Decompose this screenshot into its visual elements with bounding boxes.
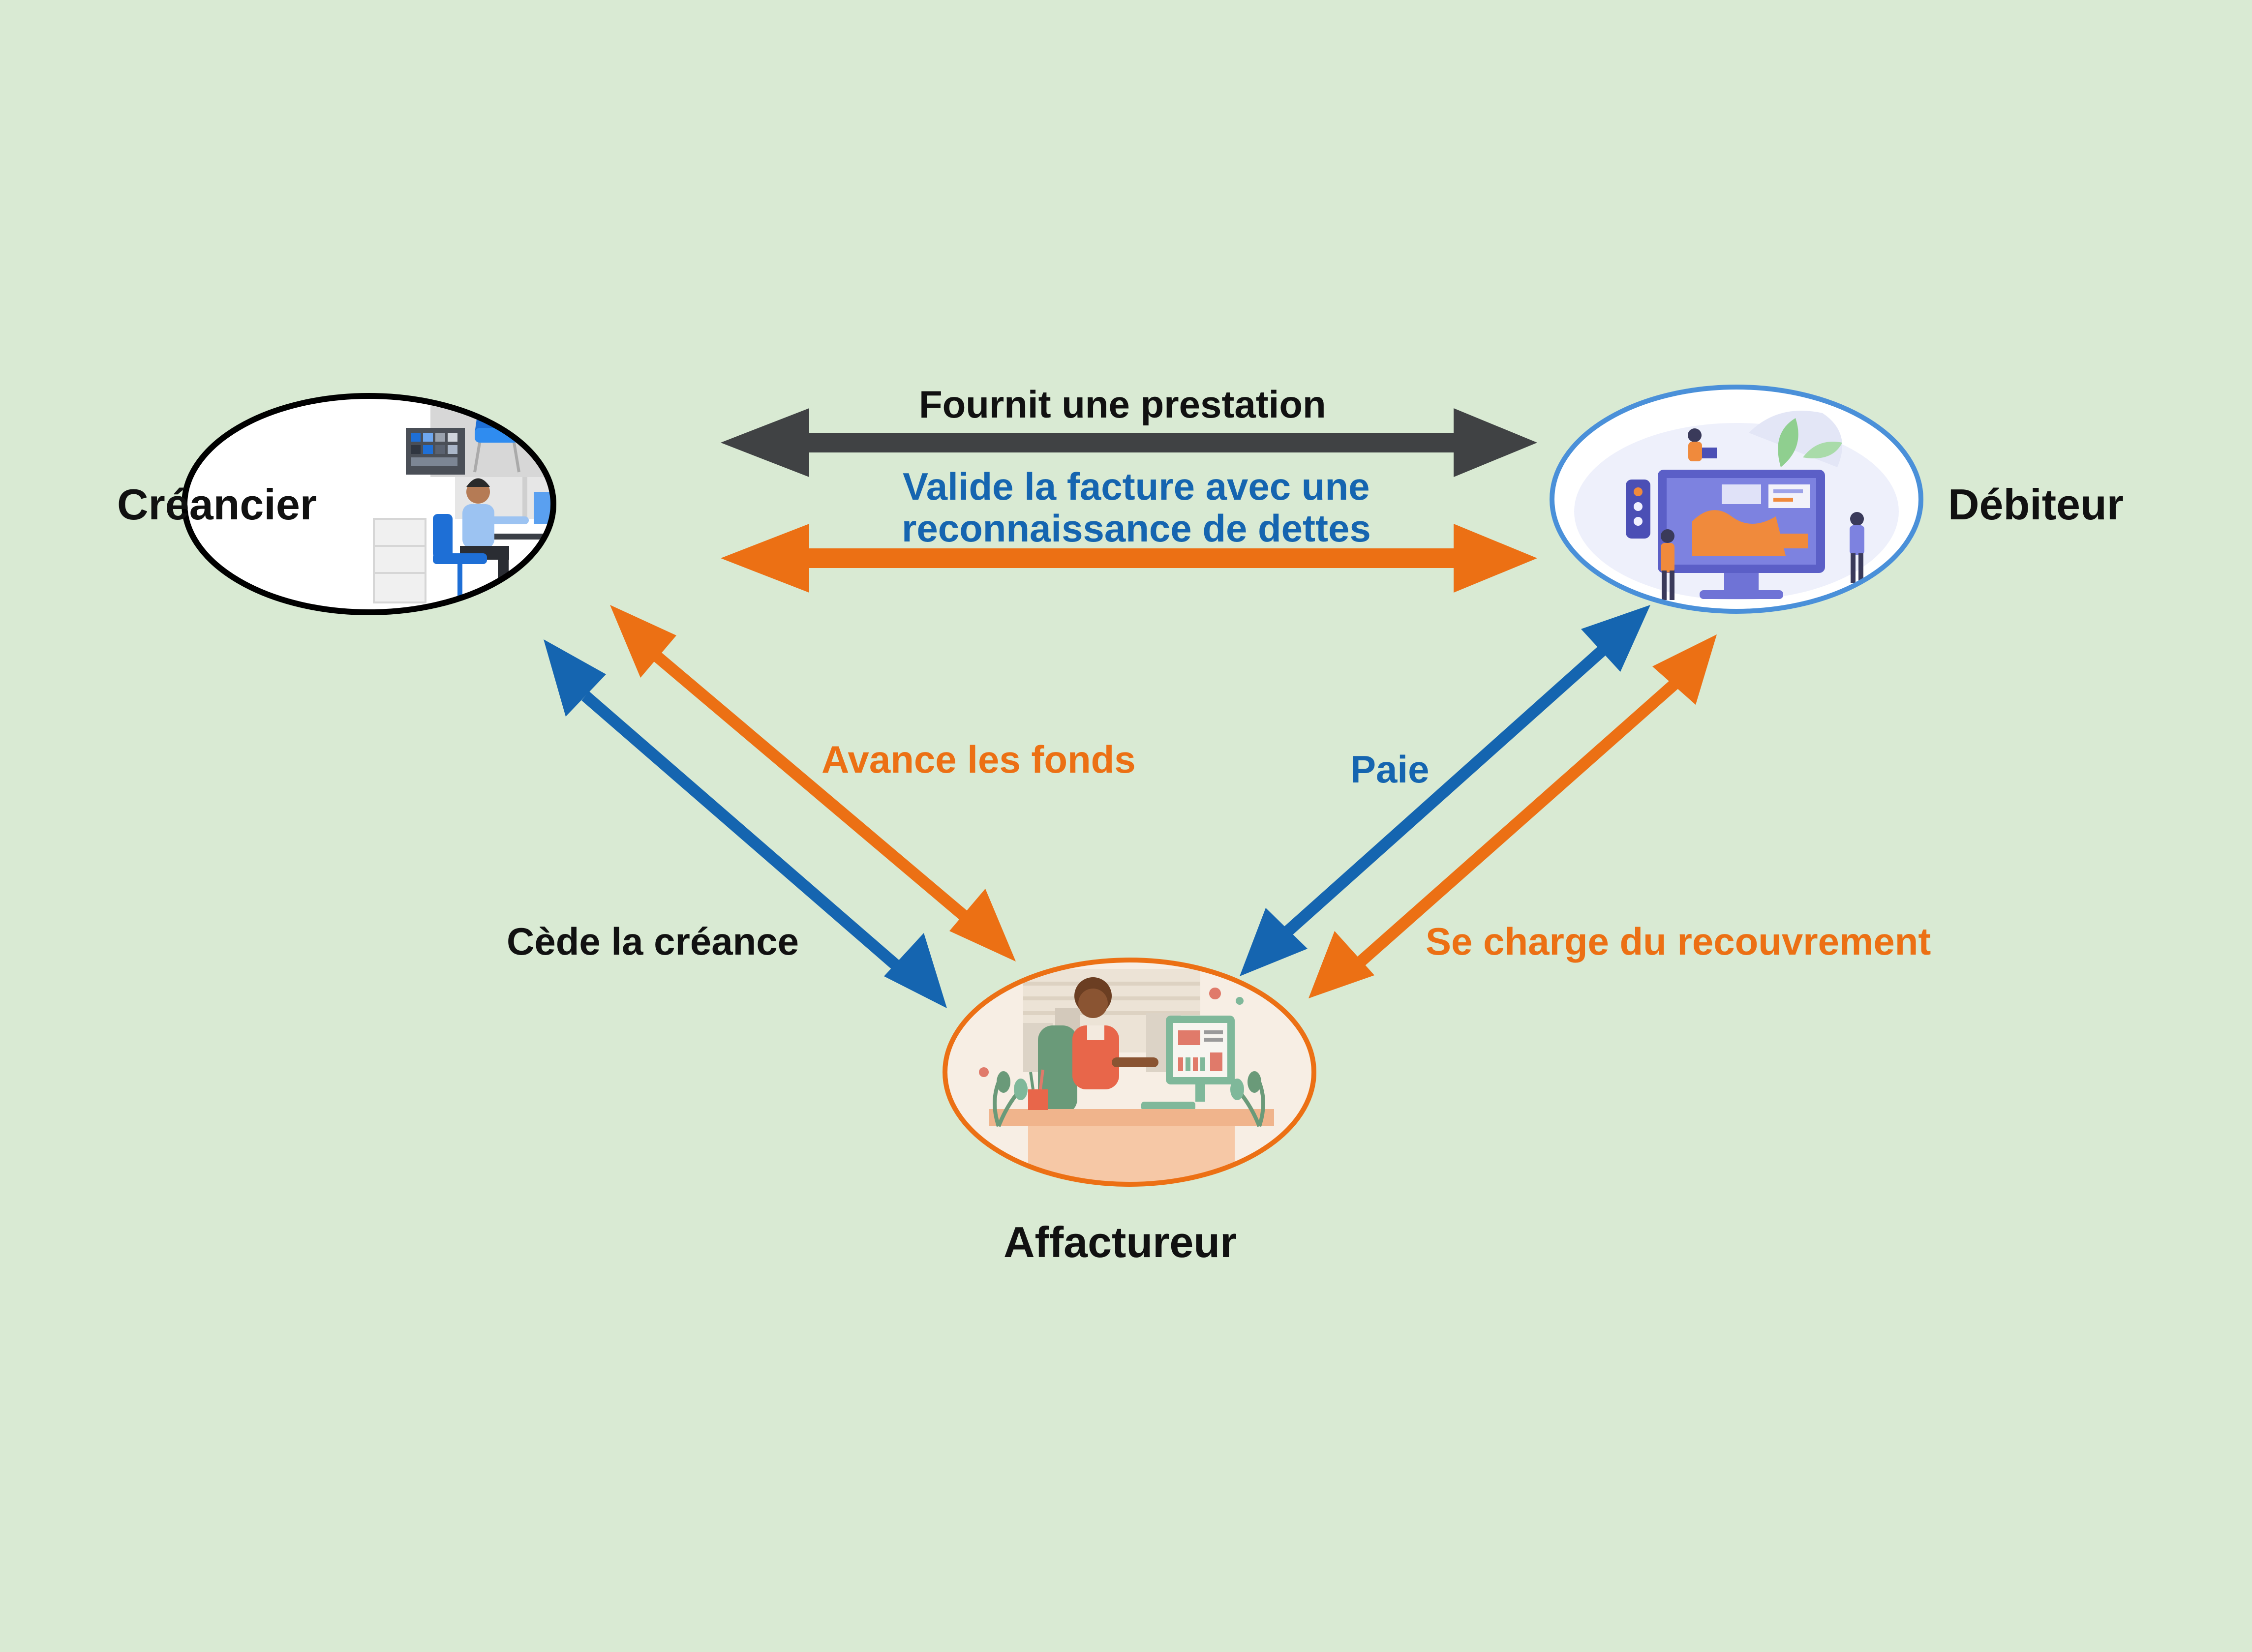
paie-label: Paie bbox=[1350, 748, 1430, 791]
valide-label-line2: reconnaissance de dettes bbox=[902, 507, 1371, 550]
affactureur-node bbox=[943, 958, 1316, 1187]
debiteur-illustration bbox=[1552, 387, 1921, 611]
recouvrement-arrow bbox=[1309, 634, 1717, 998]
cede-arrow bbox=[544, 639, 947, 1008]
debiteur-node bbox=[1550, 385, 1923, 614]
affactureur-illustration bbox=[945, 960, 1314, 1184]
affactureur-label: Affactureur bbox=[1004, 1218, 1237, 1266]
recouvrement-label: Se charge du recouvrement bbox=[1426, 920, 1931, 963]
valide-arrow bbox=[721, 524, 1537, 593]
prestation-label: Fournit une prestation bbox=[919, 383, 1326, 426]
debiteur-label: Débiteur bbox=[1948, 480, 2124, 529]
paie-arrow bbox=[1240, 605, 1650, 976]
avance-label: Avance les fonds bbox=[822, 738, 1136, 781]
creancier-node bbox=[182, 393, 556, 615]
avance-arrow bbox=[610, 605, 1016, 961]
valide-label-line1: Valide la facture avec une bbox=[903, 465, 1370, 508]
cede-label: Cède la créance bbox=[507, 920, 799, 963]
prestation-arrow bbox=[721, 408, 1537, 477]
creancier-label: Créancier bbox=[117, 480, 317, 529]
